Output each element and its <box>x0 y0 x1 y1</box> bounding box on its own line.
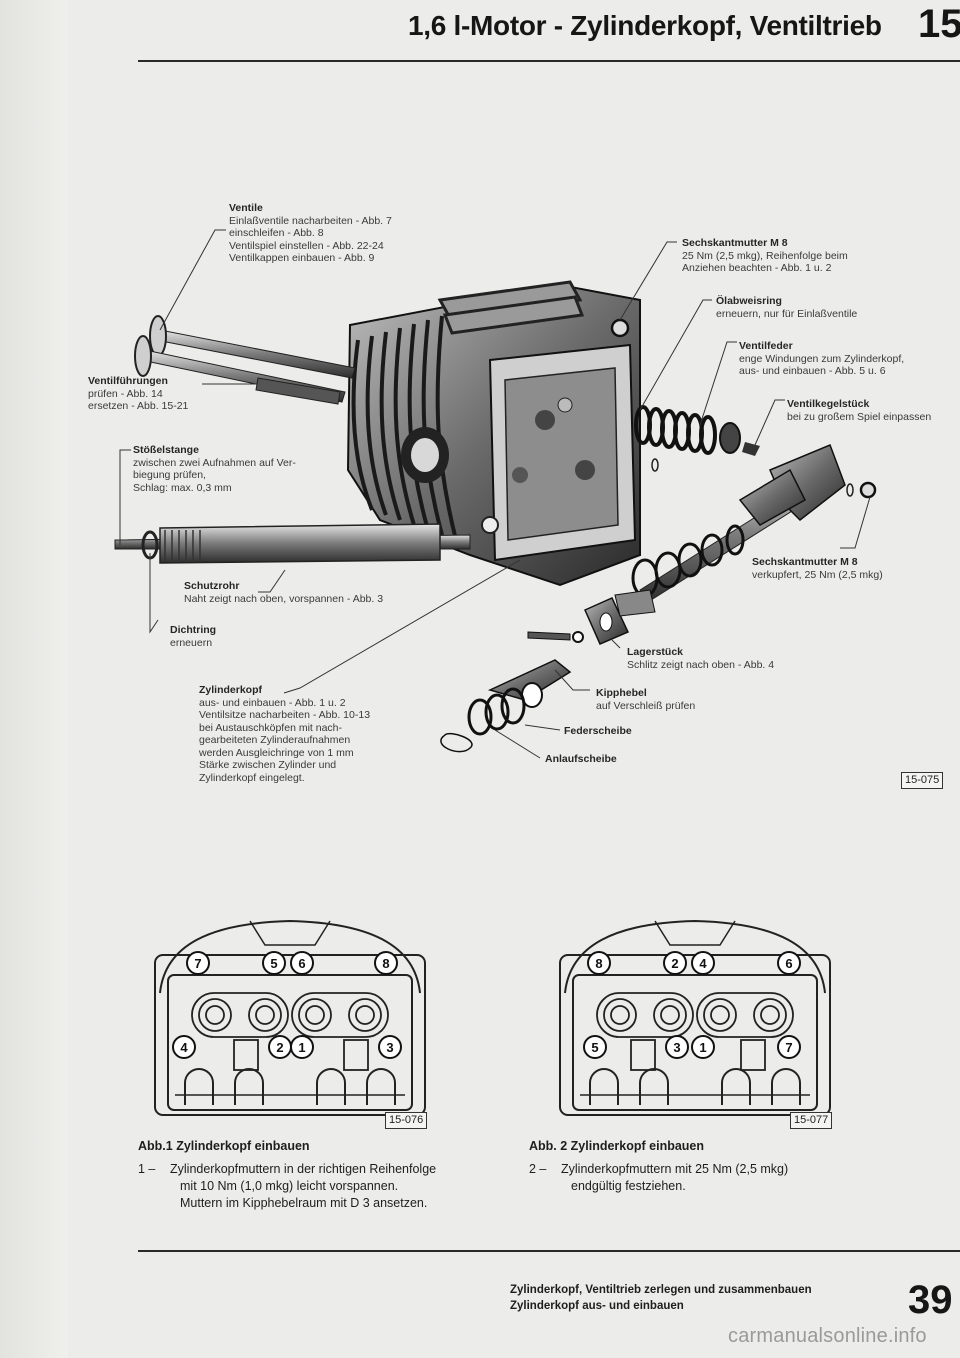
page-number: 39 <box>908 1278 953 1322</box>
caption-abb1-title: Abb.1 Zylinderkopf einbauen <box>138 1139 310 1153</box>
fig2-nut-label: 4 <box>699 956 707 971</box>
cylinder-head <box>346 280 641 587</box>
label-zylinderkopf: Zylinderkopf aus- und einbauen - Abb. 1 … <box>199 684 371 784</box>
label-oelabweisring: Ölabweisring erneuern, nur für Einlaßven… <box>716 295 858 320</box>
caption-abb2-title: Abb. 2 Zylinderkopf einbauen <box>529 1139 705 1153</box>
fig1-nut-label: 8 <box>382 956 389 971</box>
footer-section-title: Zylinderkopf, Ventiltrieb zerlegen und z… <box>510 1284 812 1296</box>
label-stoesselstange: Stößelstange zwischen zwei Aufnahmen auf… <box>133 444 296 494</box>
figure-reference-2: 15-077 <box>790 1112 833 1129</box>
watermark: carmanualsonline.info <box>728 1325 927 1347</box>
fig2-nut-label: 7 <box>785 1040 792 1055</box>
fig2-nuts <box>583 951 801 1059</box>
caption-abb1-line: mit 10 Nm (1,0 mkg) leicht vorspannen. <box>180 1179 399 1193</box>
label-ventile: Ventile Einlaßventile nacharbeiten - Abb… <box>229 202 392 264</box>
fig2-nut-label: 6 <box>785 956 792 971</box>
label-ventilfuehrungen: Ventilführungen prüfen - Abb. 14 ersetze… <box>88 375 189 412</box>
label-ventilkegelstueck: Ventilkegelstück bei zu großem Spiel ein… <box>787 398 932 423</box>
label-federscheibe: Federscheibe <box>564 725 632 737</box>
label-dichtring: Dichtring erneuern <box>170 624 217 649</box>
fig2-nut-label: 1 <box>699 1040 706 1055</box>
figure-2-tightening-sequence: 8 2 4 6 5 3 1 7 <box>559 919 831 1116</box>
figure-reference-main: 15-075 <box>901 772 944 789</box>
fig2-nut-label: 5 <box>591 1040 598 1055</box>
label-schutzrohr: Schutzrohr Naht zeigt nach oben, vorspan… <box>184 580 384 605</box>
caption-abb2-number: 2 – <box>529 1162 547 1176</box>
caption-abb1: Abb.1 Zylinderkopf einbauen 1 – Zylinderk… <box>138 1138 518 1212</box>
label-anlaufscheibe: Anlaufscheibe <box>545 753 617 765</box>
fig1-nut-label: 6 <box>298 956 305 971</box>
fig2-nut-label: 3 <box>673 1040 680 1055</box>
footer-rule <box>138 1250 960 1252</box>
chapter-number: 15 <box>918 2 960 46</box>
fig1-nut-label: 7 <box>194 956 201 971</box>
rocker-shaft-assembly <box>440 444 846 753</box>
valve-spring-parts <box>610 318 877 499</box>
fig1-nut-label: 3 <box>386 1040 393 1055</box>
fig1-nut-label: 4 <box>180 1040 188 1055</box>
fig2-nut-label: 8 <box>595 956 602 971</box>
scan-edge <box>0 0 68 1358</box>
page-title: 1,6 l-Motor - Zylinderkopf, Ventiltrieb <box>408 10 882 41</box>
footer-subsection-title: Zylinderkopf aus- und einbauen <box>510 1300 684 1312</box>
fig1-nut-label: 1 <box>298 1040 305 1055</box>
fig1-nut-label: 2 <box>276 1040 283 1055</box>
caption-abb1-number: 1 – <box>138 1162 156 1176</box>
fig1-nuts <box>172 951 402 1059</box>
label-sechskantmutter-right: Sechskantmutter M 8 verkupfert, 25 Nm (2… <box>752 556 883 581</box>
label-lagerstueck: Lagerstück Schlitz zeigt nach oben - Abb… <box>627 646 775 671</box>
caption-abb2-text: Zylinderkopfmuttern mit 25 Nm (2,5 mkg) <box>561 1162 789 1176</box>
figure-1-tightening-sequence: 7 5 6 8 4 2 1 3 <box>154 919 426 1116</box>
fig2-nut-label: 2 <box>671 956 678 971</box>
valves <box>134 315 356 405</box>
header-rule <box>138 60 960 62</box>
label-ventilfeder: Ventilfeder enge Windungen zum Zylinderk… <box>739 340 905 377</box>
figure-reference-1: 15-076 <box>385 1112 428 1129</box>
exploded-cylinder-head-diagram <box>114 229 877 759</box>
leader-lines <box>119 229 871 759</box>
label-sechskantmutter-top: Sechskantmutter M 8 25 Nm (2,5 mkg), Rei… <box>682 237 848 274</box>
caption-abb2-line: endgültig festziehen. <box>571 1179 686 1193</box>
caption-abb2: Abb. 2 Zylinderkopf einbauen 2 – Zylinder… <box>529 1138 919 1195</box>
caption-abb1-line: Muttern im Kipphebelraum mit D 3 ansetze… <box>180 1196 428 1210</box>
label-kipphebel: Kipphebel auf Verschleiß prüfen <box>596 687 696 712</box>
fig1-nut-label: 5 <box>270 956 277 971</box>
push-rod-tube <box>114 523 471 564</box>
caption-abb1-text: Zylinderkopfmuttern in der richtigen Rei… <box>170 1162 437 1176</box>
